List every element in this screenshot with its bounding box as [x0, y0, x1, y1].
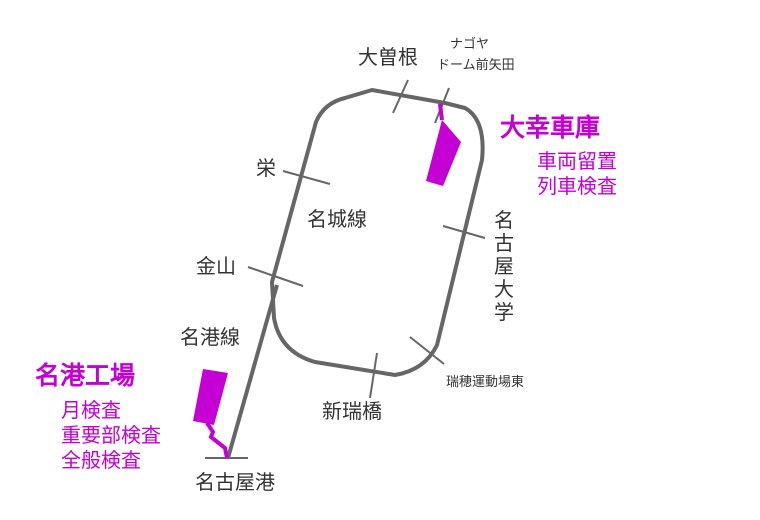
mizuho-undojo-station-mark — [409, 336, 445, 365]
station-shin-mizuhobashi: 新瑞橋 — [322, 399, 382, 423]
station-meidai: 名 古 屋 大 学 — [494, 208, 514, 324]
station-ozone: 大曽根 — [358, 45, 418, 69]
meiko-line-label: 名港線 — [180, 325, 240, 349]
station-mizuho-undojo-higashi: 瑞穂運動場東 — [446, 375, 525, 390]
sakae-station-mark — [282, 170, 331, 185]
daiko-depot-note: 車両留置 — [537, 149, 617, 173]
meiko-depot-area — [193, 369, 228, 425]
daiko-depot-connector — [438, 103, 444, 121]
meidai-station-mark — [442, 225, 486, 239]
meiko-depot-note: 全般検査 — [61, 448, 141, 472]
meiko-depot-connector — [205, 421, 229, 459]
station-nagoya-dome-line2: ドーム前矢田 — [437, 58, 515, 73]
meijo-line-label: 名城線 — [307, 207, 367, 231]
kanayama-station-mark — [247, 266, 304, 287]
daiko-depot-note: 列車検査 — [537, 174, 617, 198]
station-nagoya-dome-line1: ナゴヤ — [450, 37, 490, 52]
meijo-loop-track — [270, 88, 485, 377]
station-kanayama: 金山 — [196, 254, 236, 278]
station-nagoyako: 名古屋港 — [195, 470, 275, 494]
station-sakae: 栄 — [256, 156, 276, 180]
meiko-branch-track — [226, 284, 279, 459]
meiko-depot-note: 重要部検査 — [61, 423, 161, 447]
shin-mizuhobashi-station-mark — [369, 352, 378, 399]
meiko-depot-note: 月検査 — [61, 398, 121, 422]
ozone-station-mark — [392, 79, 409, 114]
daiko-depot-name: 大幸車庫 — [500, 113, 601, 142]
meiko-depot-name: 名港工場 — [35, 361, 136, 390]
daiko-depot-area — [426, 120, 461, 186]
